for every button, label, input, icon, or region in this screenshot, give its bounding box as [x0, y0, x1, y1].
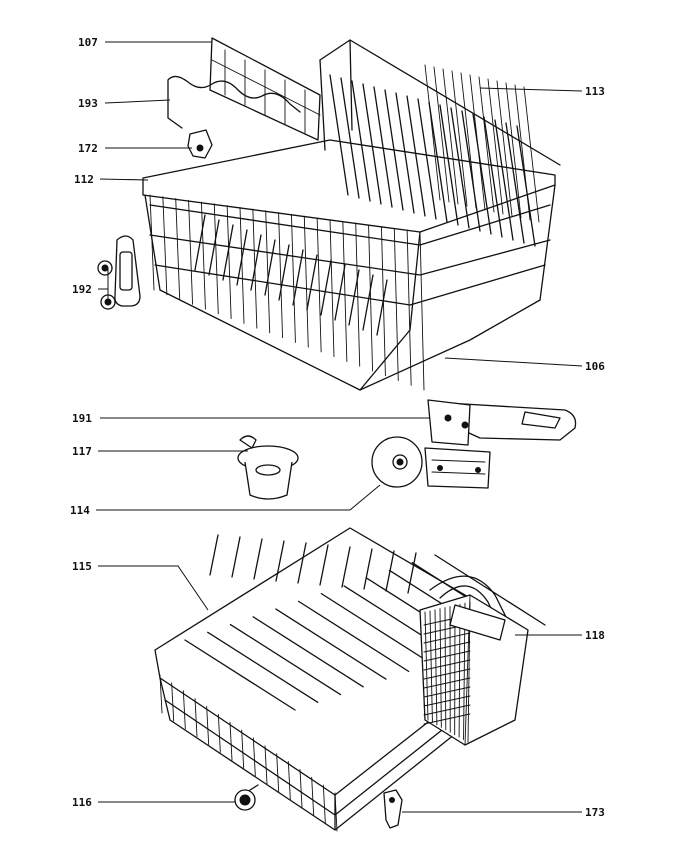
leader-lines: [96, 41, 583, 813]
wire-rod: [167, 75, 301, 129]
cup-part: [237, 435, 299, 500]
callout-117: 117: [72, 445, 92, 458]
callout-106: 106: [585, 360, 605, 373]
cutlery-basket: [419, 594, 529, 746]
callout-115: 115: [72, 560, 92, 573]
callout-116: 116: [72, 796, 92, 809]
callout-107: 107: [78, 36, 98, 49]
rack-pin: [383, 789, 403, 829]
callout-113: 113: [585, 85, 605, 98]
callout-labels: 107 193 172 112 192 113 106 191 117 114 …: [70, 36, 605, 819]
callout-114: 114: [70, 504, 90, 517]
callout-191: 191: [72, 412, 92, 425]
wheel-detail: [371, 436, 423, 488]
callout-118: 118: [585, 629, 605, 642]
rail-adjuster: [424, 399, 577, 489]
upper-rack: [142, 39, 561, 391]
lower-wheel: [234, 784, 259, 811]
rack-clip: [187, 129, 213, 159]
callout-172: 172: [78, 142, 98, 155]
callout-193: 193: [78, 97, 98, 110]
callout-173: 173: [585, 806, 605, 819]
roller-bracket: [97, 235, 141, 310]
callout-192: 192: [72, 283, 92, 296]
callout-112: 112: [74, 173, 94, 186]
cup-shelf-flap: [209, 37, 321, 141]
